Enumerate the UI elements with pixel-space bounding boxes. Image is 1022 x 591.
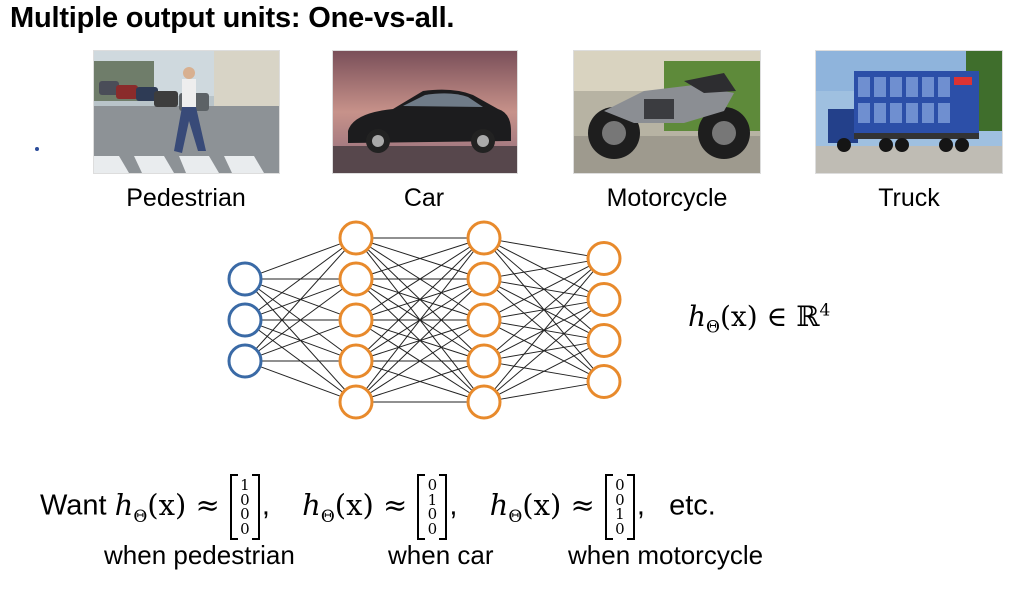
stray-dot [35,147,39,151]
node-layer3-4 [466,343,502,379]
node-layer2-4 [338,343,374,379]
edge-l0-2-1 [257,288,344,352]
element-of-symbol: ∈ [766,300,788,333]
node-layer4-2 [586,282,622,317]
edge-l0-2-2 [259,325,342,356]
car-photo [332,50,518,174]
node-layer2-2 [338,261,374,297]
node-layer1-2 [227,302,263,338]
when-car: when car [388,540,494,570]
node-layer2-5 [338,384,374,420]
node-layer2-3 [338,302,374,338]
h-expression-1: hΘ(x) ≈ [114,487,220,527]
dimension-exponent: 4 [819,300,831,321]
node-layer2-1 [338,220,374,256]
node-layer4-1 [586,241,622,276]
when-pedestrian: when pedestrian [104,540,295,570]
edge-l0-2-0 [255,249,346,350]
edge-l2-4-2 [498,347,590,396]
caption-motorcycle: Motorcycle [606,184,728,212]
edge-l2-3-0 [495,268,593,351]
node-layer3-2 [466,261,502,297]
edge-l2-4-3 [499,383,589,400]
etc-label: etc. [669,489,716,522]
edge-l1-4-1 [367,289,473,392]
caption-truck: Truck [878,184,940,212]
node-layer1-3 [227,343,263,379]
edge-l1-4-2 [369,328,471,394]
caption-car: Car [403,184,445,212]
node-layer3-5 [466,384,502,420]
caption-pedestrian: Pedestrian [126,184,246,212]
edge-l1-3-0 [367,248,473,351]
truck-photo [815,50,1003,174]
edge-l1-2-0 [369,246,471,312]
h-expression-2: hΘ(x) ≈ [302,487,408,527]
when-motorcycle: when motorcycle [568,540,764,570]
edge-l2-4-1 [495,309,593,392]
pedestrian-photo [93,50,280,174]
node-layer3-3 [466,302,502,338]
theta-subscript: Θ [706,317,720,338]
node-layer4-3 [586,323,622,358]
edge-l2-0-0 [499,240,589,257]
edge-l0-1-0 [257,247,344,311]
node-layer3-1 [466,220,502,256]
motorcycle-photo [573,50,761,174]
edge-l1-1-0 [371,242,469,275]
edge-l2-2-0 [498,265,590,314]
edge-l2-4-0 [493,270,595,391]
real-set-symbol: ℝ [796,300,820,333]
node-layer1-1 [227,261,263,297]
node-layer4-4 [586,364,622,399]
h-argument: (x) [719,300,758,333]
edge-l0-0-0 [259,243,342,274]
edge-l2-1-0 [499,260,589,277]
want-label: Want [40,489,107,522]
edge-l1-4-3 [371,365,469,398]
h-symbol: h [688,300,707,333]
h-expression-3: hΘ(x) ≈ [489,487,595,527]
edge-l1-4-0 [365,250,475,390]
hypothesis-range: hΘ(x) ∈ ℝ4 [688,300,830,338]
slide-title: Multiple output units: One-vs-all. [10,2,455,34]
edge-l0-2-4 [259,366,342,397]
